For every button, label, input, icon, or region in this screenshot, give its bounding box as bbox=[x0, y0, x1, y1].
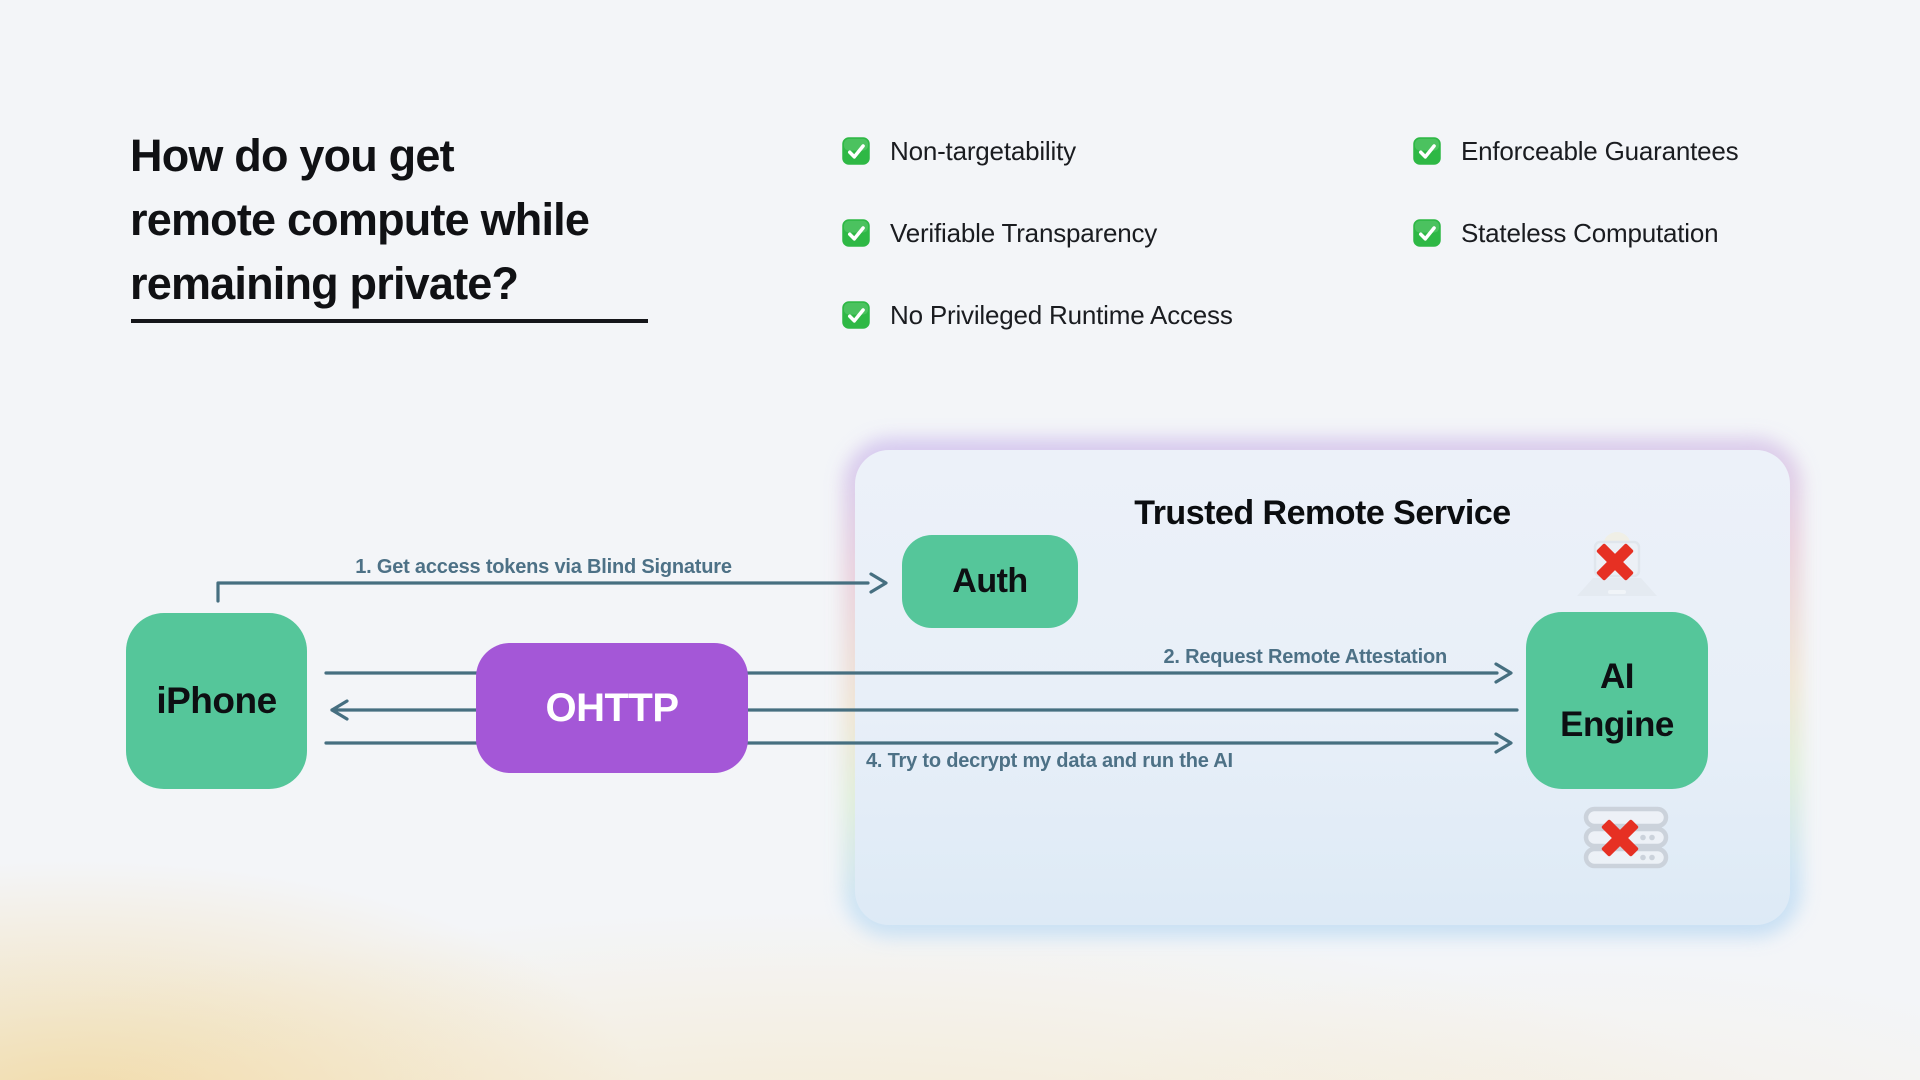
node-auth: Auth bbox=[902, 535, 1078, 628]
checklist-item: Stateless Computation bbox=[1412, 218, 1738, 248]
title-line-2: remote compute while bbox=[130, 194, 590, 245]
checklist-column-1: Non-targetability Verifiable Transparenc… bbox=[841, 136, 1233, 382]
checklist-item: Enforceable Guarantees bbox=[1412, 135, 1739, 166]
node-ai-engine-label-line1: AI bbox=[1600, 656, 1635, 696]
node-ohttp: OHTTP bbox=[476, 643, 748, 773]
node-auth-label: Auth bbox=[952, 562, 1028, 600]
arrow-label-step4: 4. Try to decrypt my data and run the AI bbox=[866, 750, 1233, 772]
cross-mark-icon bbox=[1601, 819, 1639, 857]
title-line-1: How do you get bbox=[130, 130, 455, 181]
arrow-step3-head bbox=[330, 699, 349, 721]
arrow-label-step1: 1. Get access tokens via Blind Signature bbox=[355, 556, 732, 578]
node-ai-engine-label-line2: Engine bbox=[1560, 704, 1674, 744]
check-icon bbox=[1413, 219, 1441, 247]
panel-title: Trusted Remote Service bbox=[1134, 494, 1511, 532]
checklist-item: No Privileged Runtime Access bbox=[841, 300, 1233, 330]
blocked-data-storage bbox=[1582, 806, 1670, 870]
checklist-label: Non-targetability bbox=[890, 135, 1076, 166]
page-title: How do you get remote compute while rema… bbox=[130, 124, 730, 316]
checklist-item: Verifiable Transparency bbox=[841, 218, 1233, 248]
node-ohttp-label: OHTTP bbox=[545, 685, 679, 730]
node-iphone: iPhone bbox=[126, 613, 307, 789]
blocked-admin-access bbox=[1570, 530, 1664, 604]
checklist-label: Enforceable Guarantees bbox=[1461, 135, 1739, 166]
check-icon bbox=[842, 301, 870, 329]
checklist-label: No Privileged Runtime Access bbox=[890, 299, 1233, 330]
checklist-label: Verifiable Transparency bbox=[890, 217, 1158, 248]
arrow-step1-line bbox=[216, 581, 870, 603]
title-line-3: remaining private? bbox=[130, 258, 519, 309]
checklist-label: Stateless Computation bbox=[1461, 217, 1719, 248]
node-iphone-label: iPhone bbox=[156, 680, 277, 721]
checklist-item: Non-targetability bbox=[841, 136, 1233, 166]
title-underline bbox=[131, 319, 648, 323]
checklist-column-2: Enforceable Guarantees Stateless Computa… bbox=[1412, 135, 1739, 300]
node-ai-engine: AI Engine bbox=[1526, 612, 1708, 789]
cross-mark-icon bbox=[1596, 543, 1634, 581]
check-icon bbox=[1413, 137, 1441, 165]
check-icon bbox=[842, 137, 870, 165]
arrow-label-step2: 2. Request Remote Attestation bbox=[1163, 646, 1447, 668]
check-icon bbox=[842, 219, 870, 247]
